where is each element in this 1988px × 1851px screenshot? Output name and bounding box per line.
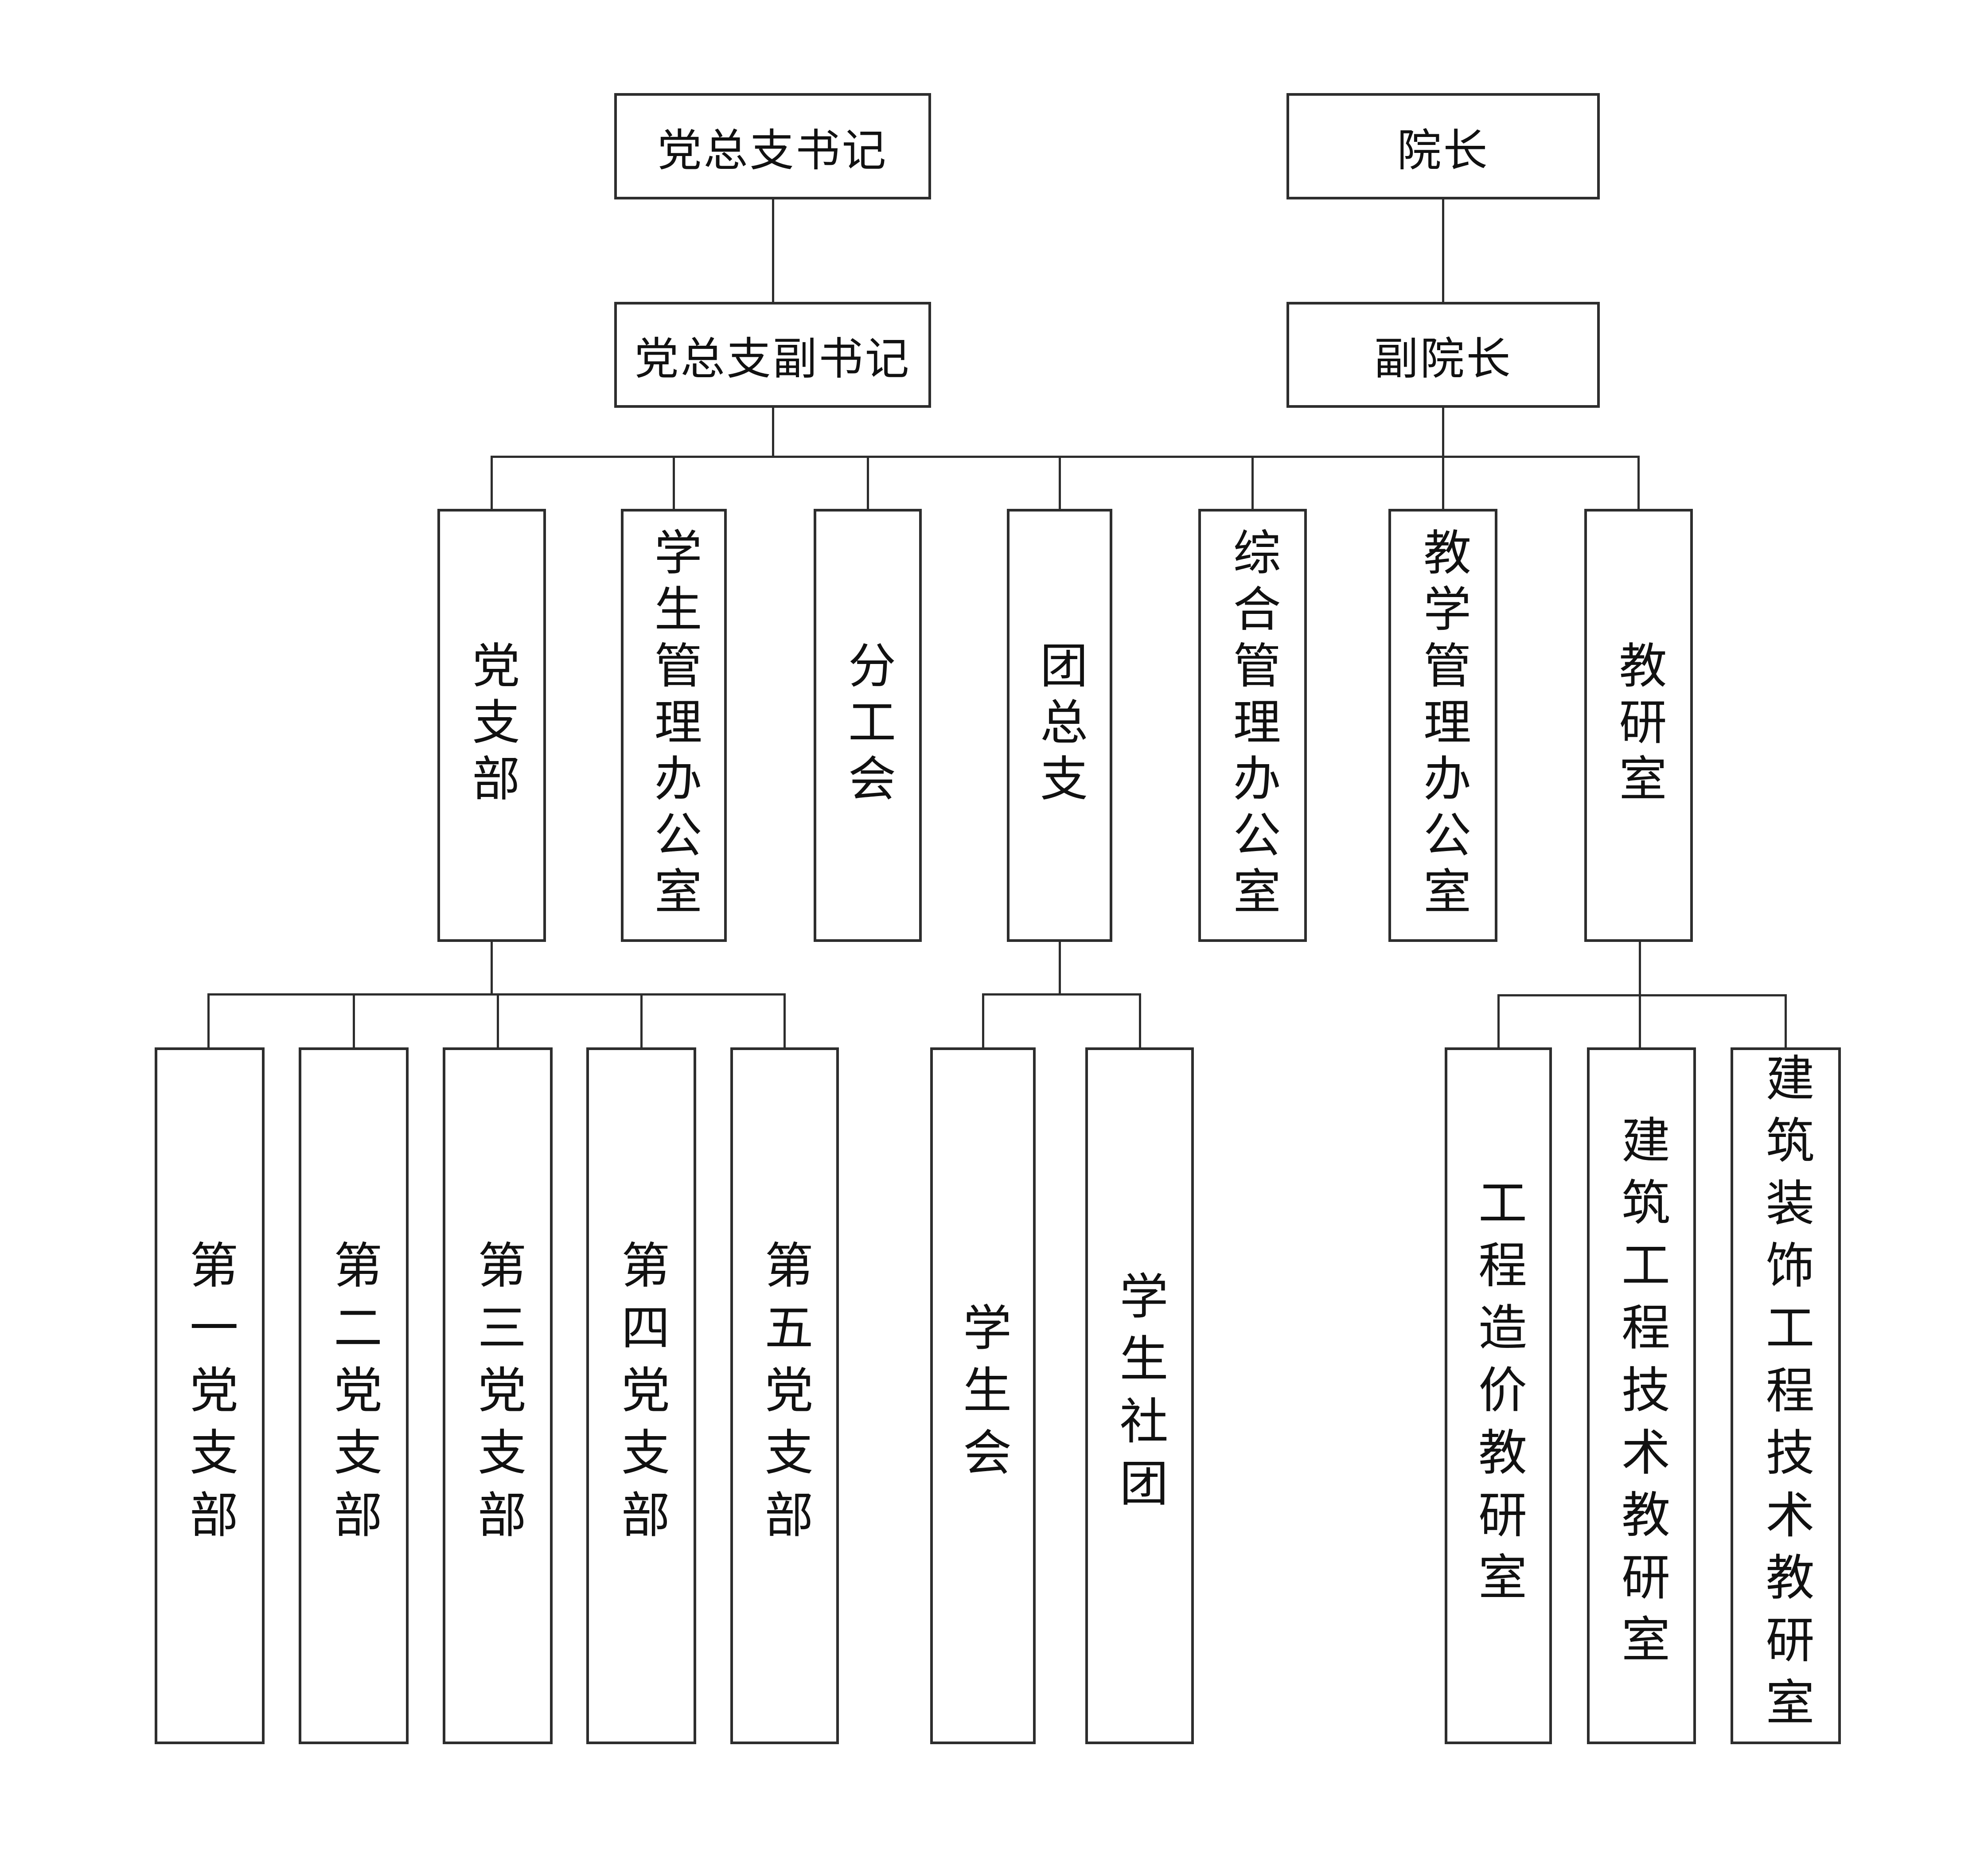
org-box-student-union: 学生会 xyxy=(930,1047,1036,1744)
org-box-cost-research-office: 工程造价教研室 xyxy=(1445,1047,1552,1744)
org-box-cost-research-office-label: 工程造价教研室 xyxy=(1470,1177,1527,1614)
connector-vice-dean-to-teaching-office xyxy=(1442,408,1444,510)
org-box-party-branch-2-label: 第二党支部 xyxy=(325,1240,382,1552)
drop-research-office xyxy=(1637,456,1640,510)
org-box-union-branch-label: 分工会 xyxy=(840,640,896,810)
org-box-decoration-research-office: 建筑装饰工程技术教研室 xyxy=(1731,1047,1841,1744)
org-box-party-branch: 党支部 xyxy=(437,509,546,942)
org-box-decoration-research-office-label: 建筑装饰工程技术教研室 xyxy=(1757,1052,1814,1739)
org-box-deputy-party-secretary-label: 党总支副书记 xyxy=(634,333,911,385)
drop-student-clubs xyxy=(1139,993,1141,1048)
org-box-party-secretary: 党总支书记 xyxy=(614,93,931,199)
org-box-party-branch-label: 党支部 xyxy=(464,640,520,810)
org-box-party-branch-3: 第三党支部 xyxy=(443,1047,553,1744)
org-box-party-branch-5: 第五党支部 xyxy=(730,1047,839,1744)
org-box-party-branch-2: 第二党支部 xyxy=(299,1047,409,1744)
org-box-youth-league-branch: 团总支 xyxy=(1007,509,1112,942)
org-box-party-secretary-label: 党总支书记 xyxy=(657,124,888,176)
org-box-vice-dean-label: 副院长 xyxy=(1374,333,1512,385)
drop-party-branch-4 xyxy=(640,993,643,1048)
org-box-party-branch-4-label: 第四党支部 xyxy=(613,1240,670,1552)
trunk-research-offices xyxy=(1498,994,1785,996)
org-box-student-clubs: 学生社团 xyxy=(1085,1047,1194,1744)
drop-general-office xyxy=(1251,456,1254,510)
drop-cost-research-office xyxy=(1497,994,1500,1048)
org-box-dean-label: 院长 xyxy=(1397,124,1489,176)
org-box-construction-research-office: 建筑工程技术教研室 xyxy=(1587,1047,1696,1744)
org-box-party-branch-5-label: 第五党支部 xyxy=(756,1240,813,1552)
org-box-student-union-label: 学生会 xyxy=(955,1302,1011,1490)
connector-party-branch-to-trunk xyxy=(491,942,493,995)
org-box-union-branch: 分工会 xyxy=(814,509,922,942)
org-box-research-office-label: 教研室 xyxy=(1611,640,1667,810)
drop-party-branch-5 xyxy=(784,993,786,1048)
org-box-student-clubs-label: 学生社团 xyxy=(1111,1271,1168,1521)
org-box-student-affairs-office-label: 学生管理办公室 xyxy=(646,527,702,923)
trunk-level3 xyxy=(491,456,1639,458)
org-box-party-branch-4: 第四党支部 xyxy=(586,1047,696,1744)
org-box-research-office: 教研室 xyxy=(1584,509,1693,942)
org-box-deputy-party-secretary: 党总支副书记 xyxy=(614,302,931,408)
connector-deputy-to-trunk xyxy=(772,408,774,457)
connector-party-secretary-deputy xyxy=(772,199,774,302)
connector-dean-vice-dean xyxy=(1442,199,1444,302)
drop-youth-league-branch xyxy=(1059,456,1061,510)
org-box-youth-league-branch-label: 团总支 xyxy=(1032,640,1088,810)
org-box-student-affairs-office: 学生管理办公室 xyxy=(621,509,727,942)
org-box-general-office-label: 综合管理办公室 xyxy=(1225,527,1281,923)
trunk-party-branches xyxy=(208,993,784,996)
org-box-teaching-office-label: 教学管理办公室 xyxy=(1415,527,1471,923)
drop-party-branch-1 xyxy=(207,993,210,1048)
trunk-youth-league xyxy=(983,993,1140,996)
drop-student-affairs-office xyxy=(673,456,675,510)
connector-youth-league-to-trunk xyxy=(1059,942,1061,995)
org-box-general-office: 综合管理办公室 xyxy=(1198,509,1307,942)
drop-party-branch xyxy=(491,456,493,510)
org-box-teaching-office: 教学管理办公室 xyxy=(1388,509,1497,942)
drop-party-branch-3 xyxy=(497,993,499,1048)
org-box-construction-research-office-label: 建筑工程技术教研室 xyxy=(1613,1115,1670,1677)
drop-union-branch xyxy=(867,456,869,510)
drop-decoration-research-office xyxy=(1785,994,1787,1048)
drop-student-union xyxy=(982,993,984,1048)
drop-party-branch-2 xyxy=(353,993,355,1048)
org-box-party-branch-3-label: 第三党支部 xyxy=(469,1240,526,1552)
org-box-party-branch-1: 第一党支部 xyxy=(155,1047,265,1744)
org-box-dean: 院长 xyxy=(1286,93,1600,199)
org-box-party-branch-1-label: 第一党支部 xyxy=(181,1240,238,1552)
org-box-vice-dean: 副院长 xyxy=(1286,302,1600,408)
